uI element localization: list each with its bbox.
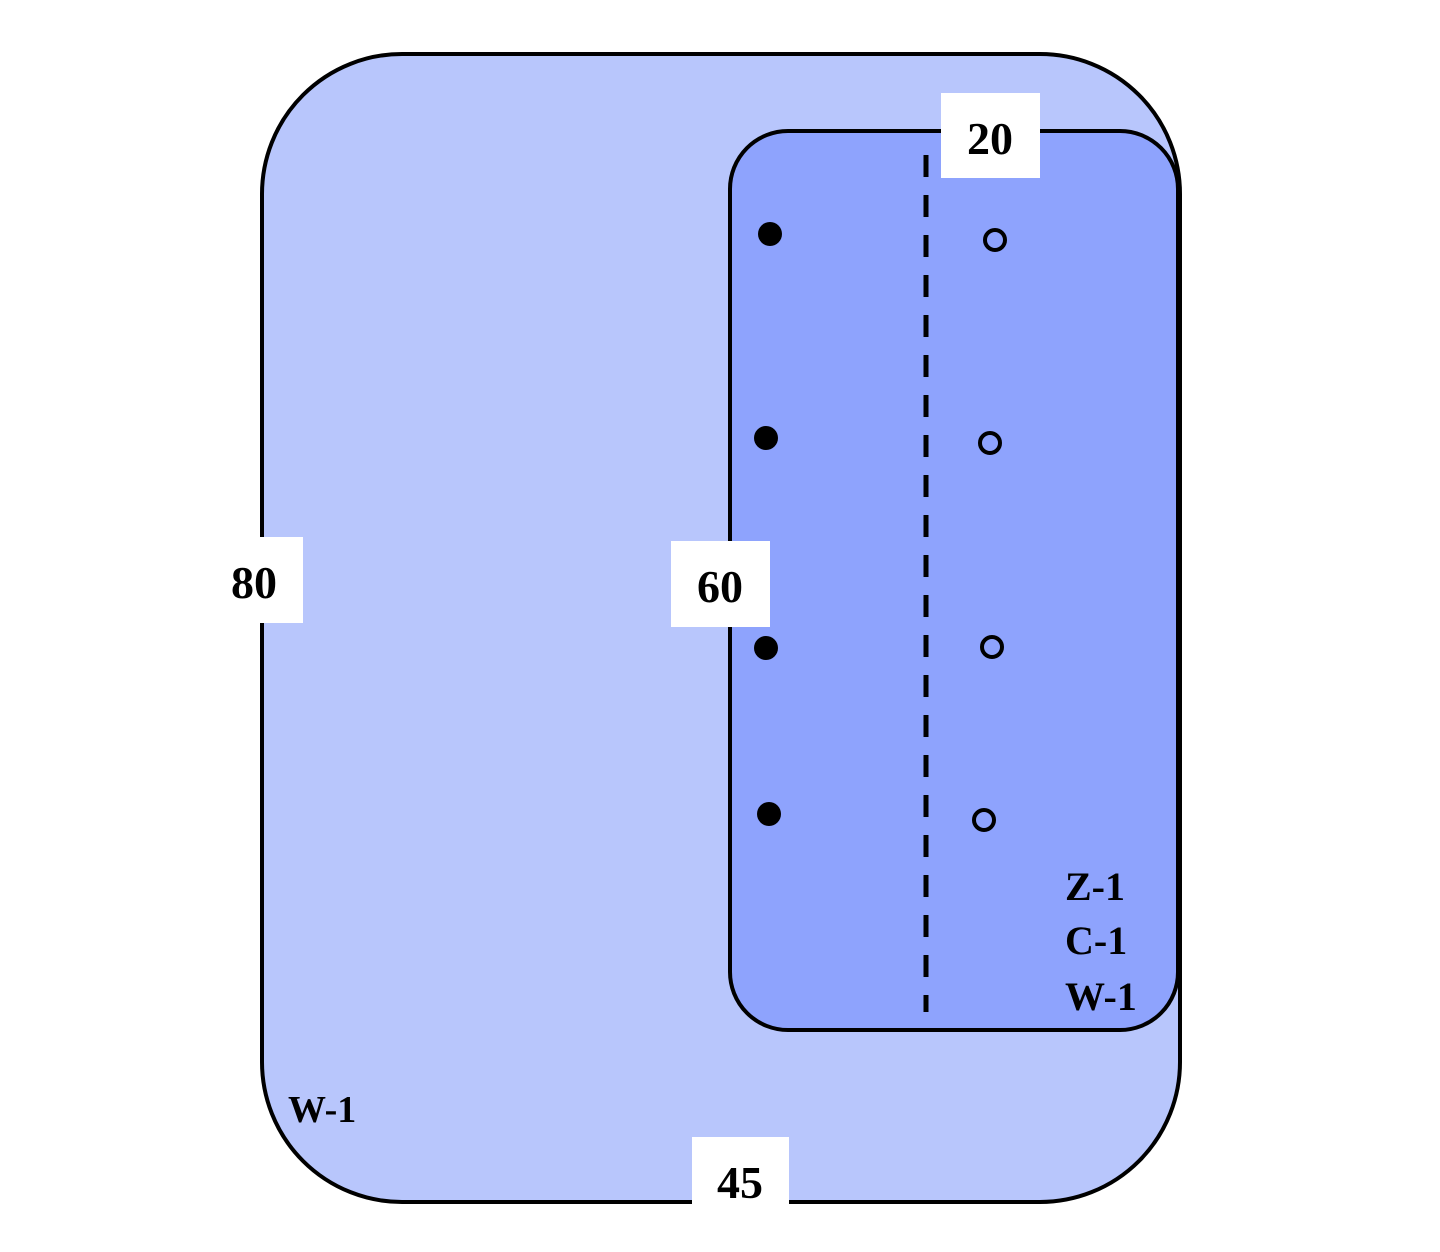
filled-marker xyxy=(754,636,778,660)
open-marker xyxy=(978,431,1002,455)
inner-region-label-z: Z-1 xyxy=(1065,864,1125,909)
label-bg-20 xyxy=(941,93,1040,178)
filled-marker xyxy=(754,426,778,450)
inner-region-label-w: W-1 xyxy=(1065,974,1137,1019)
dimension-label-45: 45 xyxy=(717,1157,763,1208)
label-bg-45 xyxy=(692,1137,789,1217)
filled-marker xyxy=(757,802,781,826)
outer-region-label: W-1 xyxy=(288,1089,356,1131)
open-marker xyxy=(972,808,996,832)
inner-region-label-c: C-1 xyxy=(1065,918,1127,963)
filled-marker xyxy=(758,222,782,246)
open-marker xyxy=(980,635,1004,659)
open-marker xyxy=(983,228,1007,252)
dimension-label-80: 80 xyxy=(231,557,277,608)
dimension-label-60: 60 xyxy=(697,561,743,612)
label-bg-80 xyxy=(205,537,303,623)
label-bg-60 xyxy=(671,541,770,627)
dimension-label-20: 20 xyxy=(967,113,1013,164)
